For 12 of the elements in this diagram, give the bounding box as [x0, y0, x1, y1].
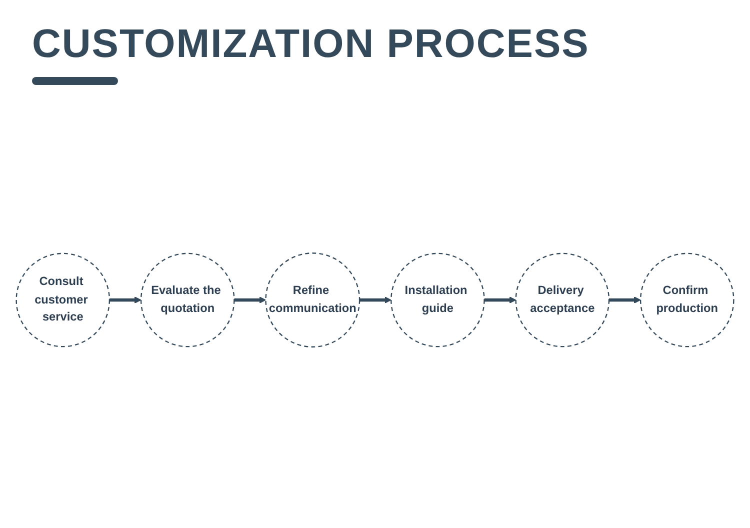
node-circle: Installation guide: [390, 252, 485, 348]
arrow: [484, 296, 516, 304]
arrow: [234, 296, 266, 304]
arrow: [608, 296, 641, 304]
node-circle: Refine communication: [265, 252, 360, 348]
title: CUSTOMIZATION PROCESS: [32, 22, 590, 66]
arrow: [360, 296, 392, 304]
node-circle: Evaluate the quotation: [140, 252, 235, 348]
node-circle: Confirm production: [640, 252, 734, 348]
arrow: [109, 296, 142, 304]
node-circle: Consult customer service: [16, 252, 110, 348]
node-circle: Delivery acceptance: [515, 252, 610, 348]
